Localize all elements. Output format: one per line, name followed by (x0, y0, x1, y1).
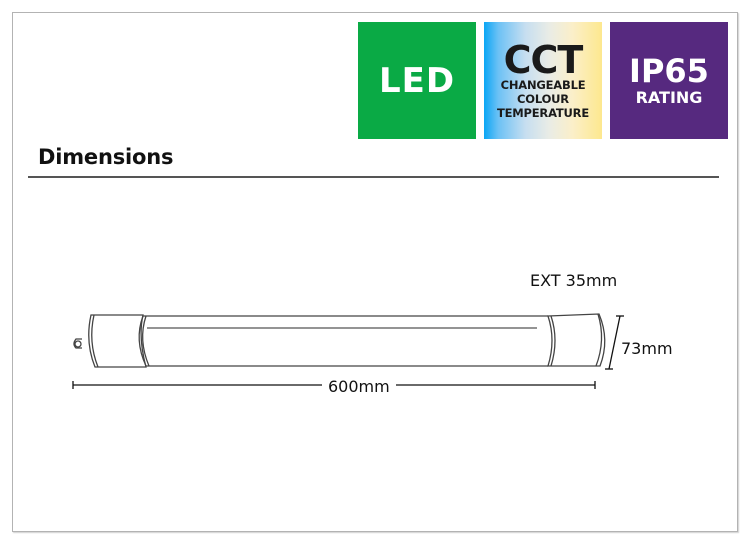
section-divider (28, 176, 719, 178)
ip65-badge: IP65 RATING (610, 22, 728, 139)
cct-badge-label: CCT (503, 37, 584, 82)
cct-badge-line2: COLOUR (517, 91, 569, 106)
length-label: 600mm (322, 377, 396, 396)
cct-badge: CCT CHANGEABLE COLOUR TEMPERATURE (484, 22, 602, 139)
led-badge-label: LED (378, 60, 456, 101)
cct-badge-line3: TEMPERATURE (497, 105, 589, 120)
ip65-badge-sub: RATING (635, 87, 703, 107)
height-label: 73mm (621, 339, 673, 358)
cct-badge-line1: CHANGEABLE (500, 77, 586, 92)
led-badge: LED (358, 22, 476, 139)
ip65-badge-label: IP65 (629, 51, 709, 90)
extension-label: EXT 35mm (530, 271, 618, 290)
section-title: Dimensions (38, 145, 174, 169)
